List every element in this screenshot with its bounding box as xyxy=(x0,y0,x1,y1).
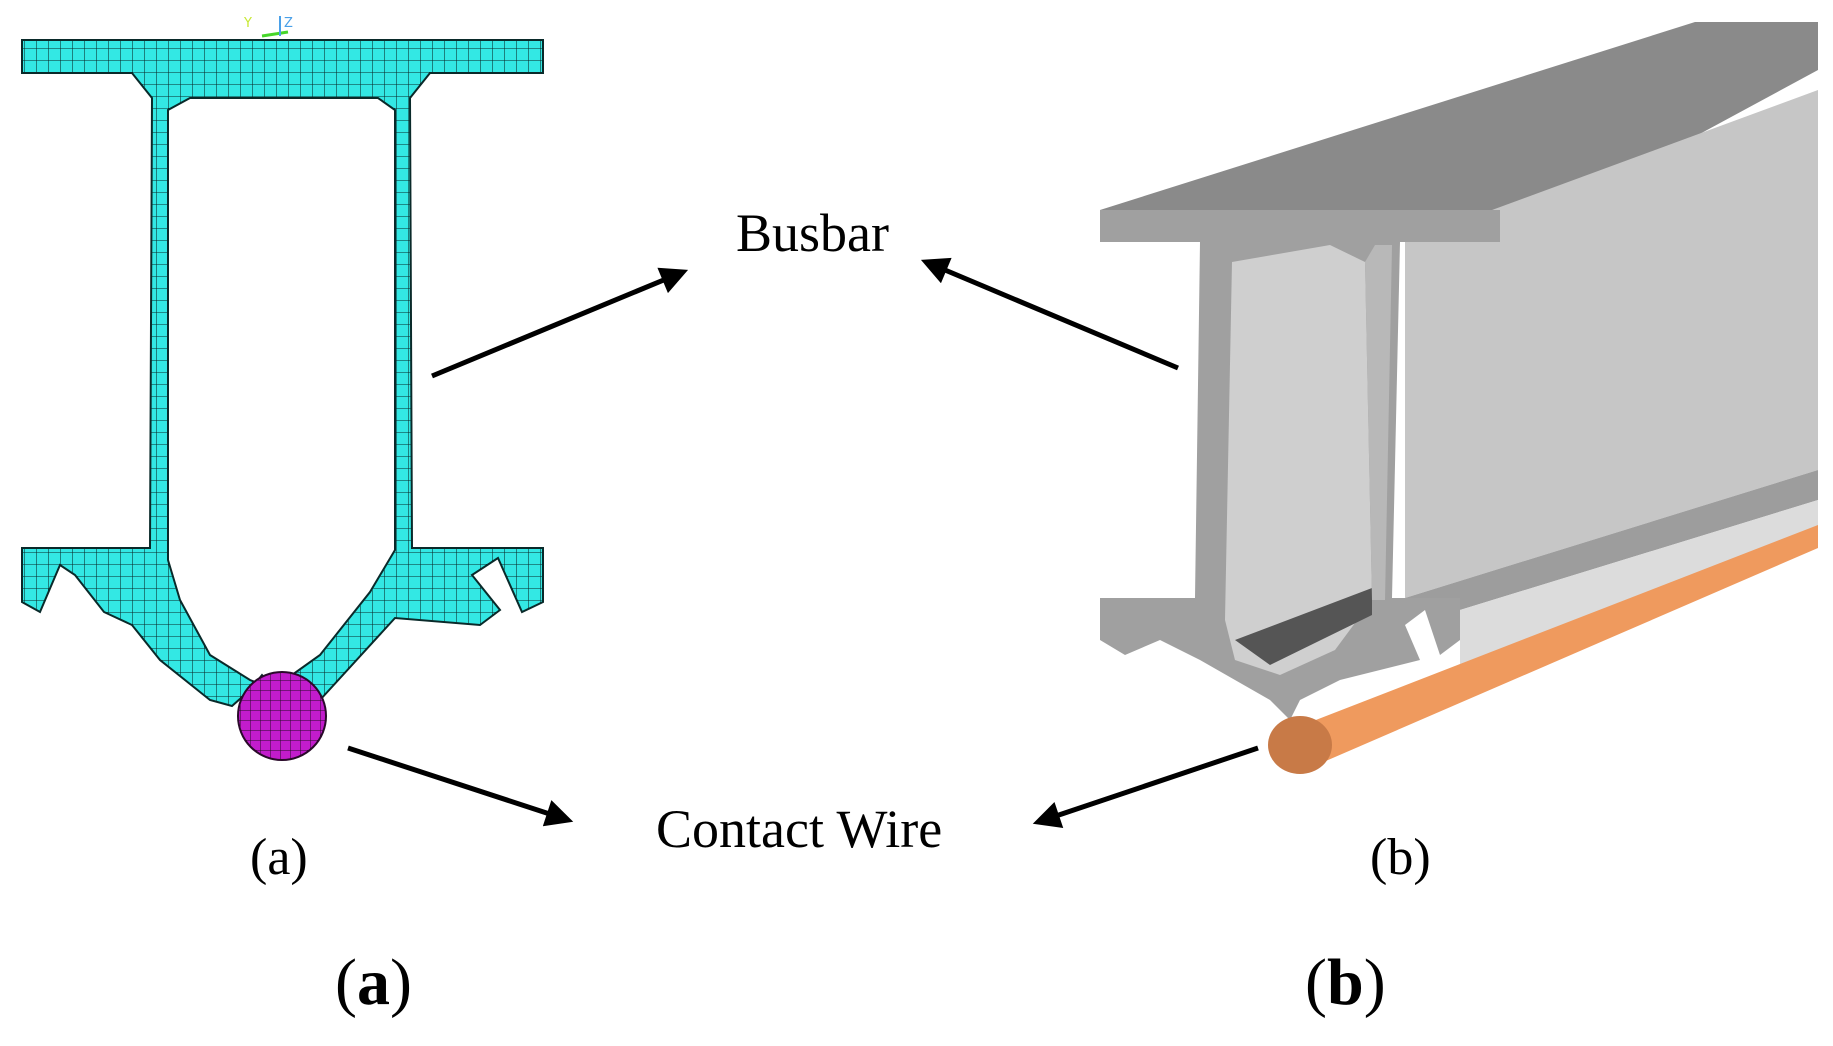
top-flange-surface xyxy=(1100,22,1818,242)
contact-wire-3d xyxy=(1290,525,1818,770)
hollow-interior xyxy=(1225,245,1372,675)
3d-model xyxy=(1100,22,1818,774)
side-face xyxy=(1405,90,1818,598)
contact-wire-end xyxy=(1268,716,1332,774)
arrow-3d-to-busbar xyxy=(920,257,1179,371)
busbar-mesh xyxy=(21,39,544,708)
axis-z-label: Z xyxy=(284,16,293,31)
lower-ledge xyxy=(1405,470,1818,610)
axis-y-label: Y xyxy=(244,16,252,31)
arrows xyxy=(347,257,1259,829)
mesh-model xyxy=(21,39,544,761)
contact-wire-label: Contact Wire xyxy=(656,799,943,859)
hollow-inner-wall xyxy=(1365,245,1392,600)
subfigure-a-label: (a) xyxy=(250,829,308,886)
contact-wire-mesh xyxy=(237,671,327,761)
arrow-3d-to-contact-wire xyxy=(1032,745,1259,829)
arrow-mesh-to-busbar xyxy=(431,267,689,379)
busbar-label: Busbar xyxy=(736,203,889,263)
axis-triad xyxy=(261,16,289,38)
panel-a-caption: (a) xyxy=(335,946,412,1019)
arrow-mesh-to-contact-wire xyxy=(347,745,574,827)
subfigure-b-label: (b) xyxy=(1370,829,1431,886)
hollow-shadow xyxy=(1235,588,1372,665)
panel-b-caption: (b) xyxy=(1305,946,1386,1019)
